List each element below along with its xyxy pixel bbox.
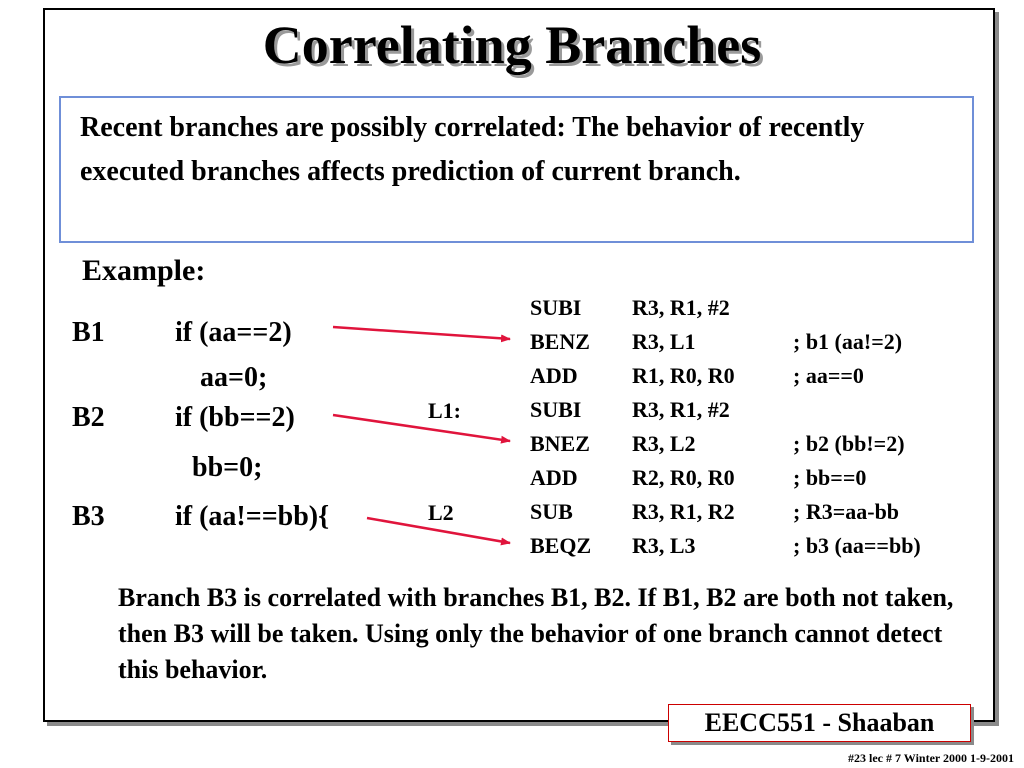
asm-args: R3, R1, R2: [632, 499, 735, 524]
source-code-aa-assign: aa=0;: [200, 362, 268, 393]
arrow-b2-to-bnez: [332, 413, 511, 444]
asm-label-l1: L1:: [428, 398, 461, 423]
asm-args: R3, R1, #2: [632, 397, 730, 422]
asm-comment: ; b2 (bb!=2): [793, 431, 905, 456]
asm-op: SUB: [530, 499, 573, 524]
asm-comment: ; R3=aa-bb: [793, 499, 900, 524]
asm-op: SUBI: [530, 295, 582, 320]
asm-args: R3, R1, #2: [632, 295, 730, 320]
asm-comment: ; b1 (aa!=2): [793, 329, 903, 354]
source-label-b1: B1: [72, 317, 105, 348]
asm-args: R1, R0, R0: [632, 363, 735, 388]
source-label-b2: B2: [72, 402, 105, 433]
slide-title: Correlating Branches: [262, 15, 762, 75]
example-label: Example:: [82, 254, 206, 287]
asm-op: BNEZ: [530, 431, 590, 456]
source-code-b3: if (aa!==bb){: [175, 501, 330, 532]
asm-op: BENZ: [530, 329, 590, 354]
asm-op: ADD: [530, 363, 578, 388]
arrow-b1-to-benz: [332, 325, 511, 343]
course-badge: EECC551 - Shaaban: [668, 704, 971, 742]
definition-box: [59, 96, 974, 243]
asm-op: SUBI: [530, 397, 582, 422]
source-code-b1: if (aa==2): [175, 317, 292, 348]
footer-text: #23 lec # 7 Winter 2000 1-9-2001: [848, 751, 1014, 765]
definition-text: Recent branches are possibly correlated:…: [80, 112, 865, 187]
source-label-b3: B3: [72, 501, 105, 532]
asm-args: R3, L2: [632, 431, 696, 456]
asm-comment: ; aa==0: [793, 363, 864, 388]
asm-op: ADD: [530, 465, 578, 490]
asm-args: R2, R0, R0: [632, 465, 735, 490]
source-code-b2: if (bb==2): [175, 402, 295, 433]
asm-op: BEQZ: [530, 533, 592, 558]
source-code-bb-assign: bb=0;: [192, 452, 263, 483]
arrow-b3-to-beqz: [366, 516, 511, 546]
slide-frame: [43, 8, 995, 722]
asm-args: R3, L1: [632, 329, 696, 354]
asm-comment: ; bb==0: [793, 465, 867, 490]
asm-args: R3, L3: [632, 533, 696, 558]
asm-comment: ; b3 (aa==bb): [793, 533, 921, 558]
asm-label-l2: L2: [428, 500, 454, 525]
summary-text: Branch B3 is correlated with branches B1…: [118, 583, 954, 684]
